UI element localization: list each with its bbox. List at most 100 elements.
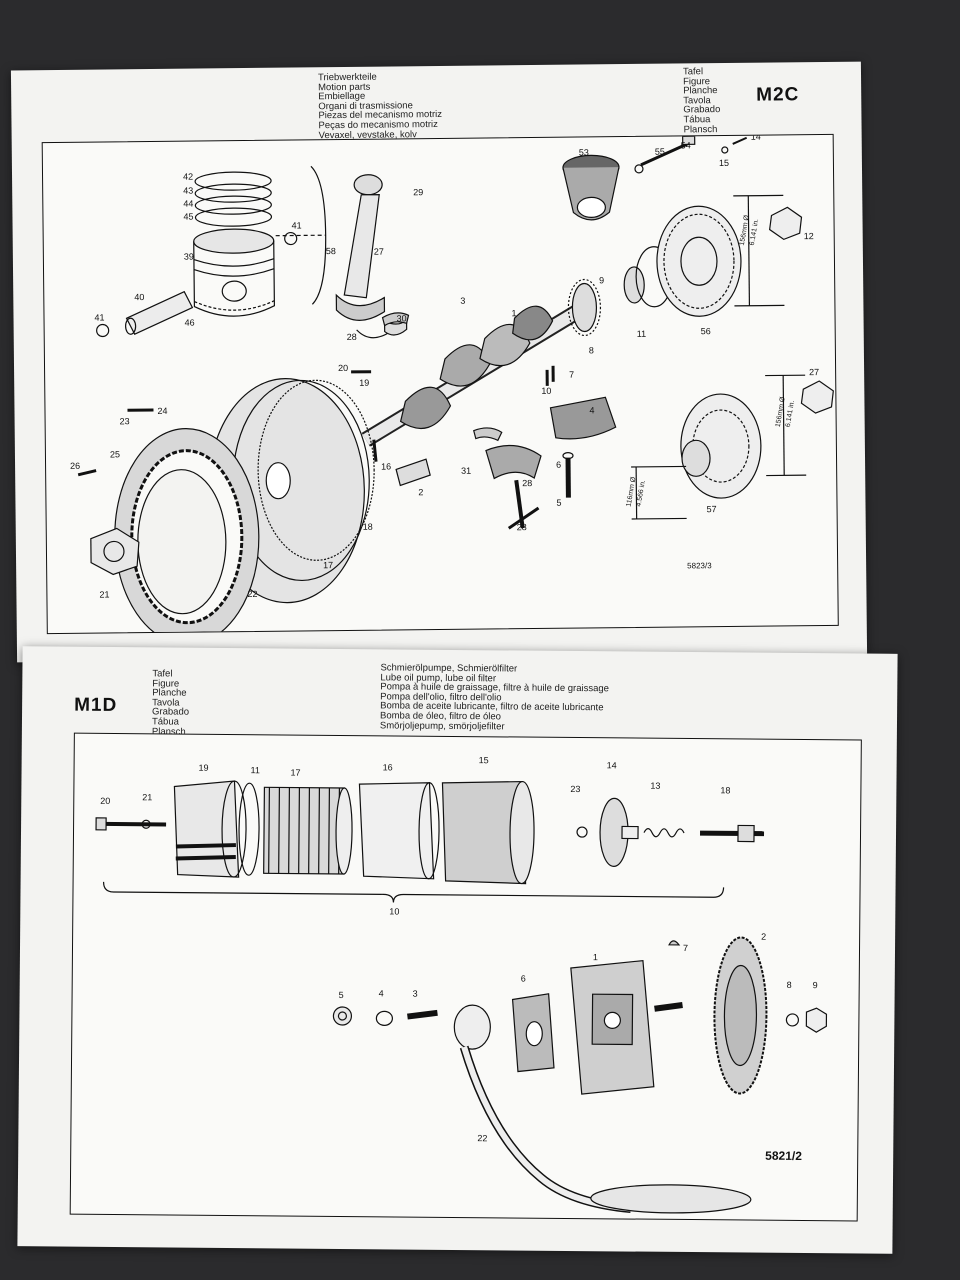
callout: 1 [593, 952, 598, 962]
washer [785, 1013, 800, 1027]
bolt [640, 135, 696, 167]
pump-gasket [511, 993, 555, 1073]
callout: 3 [413, 989, 418, 999]
callout: 14 [607, 760, 617, 770]
title-languages: Schmierölpumpe, Schmierölfilter Lube oil… [380, 662, 609, 732]
drawing-number: 5823/3 [687, 561, 712, 570]
callout: 14 [751, 135, 761, 142]
bushing [395, 458, 431, 487]
valve-cover [599, 797, 639, 867]
callout: 8 [589, 345, 594, 355]
v-belt-pulley-top [656, 205, 742, 317]
callout: 54 [681, 140, 691, 150]
motion-parts-drawing: 42 43 44 45 39 40 41 41 46 58 29 27 28 3… [70, 135, 834, 634]
callout: 44 [183, 199, 193, 209]
bearing-shell [381, 312, 410, 327]
callouts: 20 21 19 11 17 16 15 23 14 13 18 10 5 4 … [100, 755, 818, 1143]
callout: 9 [599, 275, 604, 285]
page-m1d: Tafel Figure Planche Tavola Grabado Tábu… [17, 646, 898, 1254]
callout: 16 [381, 462, 391, 472]
callout: 19 [359, 378, 369, 388]
washer [634, 164, 644, 174]
callout: 4 [589, 405, 594, 415]
callout: 20 [338, 363, 348, 373]
callout: 12 [804, 231, 814, 241]
callout: 42 [183, 172, 193, 182]
piston [193, 228, 276, 317]
callout: 56 [701, 326, 711, 336]
stud-washer [562, 452, 574, 460]
callout: 6 [521, 974, 526, 984]
spring [643, 828, 685, 838]
callout: 5 [556, 498, 561, 508]
table-languages: Tafel Figure Planche Tavola Grabado Tábu… [683, 66, 721, 135]
bearing-sleeve [562, 154, 620, 221]
callout: 43 [183, 186, 193, 196]
pump-gear [713, 936, 768, 1095]
assembly-bracket [102, 881, 725, 903]
washer [141, 819, 151, 829]
dimension: 6.141 in. [749, 218, 760, 246]
callout: 22 [247, 589, 257, 599]
callout: 21 [142, 792, 152, 802]
callout: 28 [522, 478, 532, 488]
lube-oil-pump-drawing: 20 21 19 11 17 16 15 23 14 13 18 10 5 4 … [95, 755, 828, 1214]
circlip [284, 231, 298, 246]
table-languages: Tafel Figure Planche Tavola Grabado Tábu… [152, 668, 190, 737]
callout: 1 [511, 308, 516, 318]
pump-body [570, 959, 683, 1095]
dimension: 4.566 in. [636, 480, 647, 508]
callout: 28 [517, 522, 527, 532]
drawing-number: 5821/2 [765, 1149, 802, 1163]
piston-rings [194, 171, 273, 227]
callout: 41 [94, 313, 104, 323]
callout: 11 [251, 765, 260, 775]
callout: 24 [157, 406, 167, 416]
callout: 2 [761, 932, 766, 942]
callout: 13 [650, 781, 660, 791]
callout: 17 [290, 768, 300, 778]
callout: 4 [379, 988, 384, 998]
key [668, 940, 681, 946]
dimension: 6.141 in. [785, 400, 796, 428]
callout: 28 [347, 332, 357, 342]
nut [332, 1006, 353, 1026]
callout: 41 [292, 220, 302, 230]
callout: 31 [461, 466, 471, 476]
callout: 11 [637, 329, 646, 339]
callout: 58 [326, 246, 336, 256]
callout: 45 [183, 212, 193, 222]
rod-cap [485, 444, 542, 480]
washer [721, 146, 729, 154]
title-languages: Triebwerkteile Motion parts Embiellage O… [318, 72, 442, 141]
connecting-rod [335, 174, 408, 339]
bolt [732, 136, 748, 145]
callout: 39 [184, 252, 194, 262]
table-code: M1D [74, 694, 118, 717]
callout: 46 [185, 318, 195, 328]
suction-pipe [453, 1004, 752, 1214]
pulley-nut [768, 206, 803, 241]
v-belt-pulley-bottom [680, 393, 762, 499]
callout: 30 [396, 313, 406, 323]
piston-pin [125, 290, 194, 335]
callout: 27 [374, 247, 384, 257]
table-code: M2C [756, 84, 800, 106]
relief-valve-piston [700, 824, 765, 843]
callout: 57 [707, 504, 717, 514]
callout: 18 [720, 785, 730, 795]
callout: 17 [323, 560, 333, 570]
callout: 55 [655, 147, 665, 157]
bolt [507, 506, 540, 530]
callout: 8 [787, 980, 792, 990]
bolt [102, 821, 167, 827]
callout: 26 [70, 461, 80, 471]
callout: 19 [199, 763, 209, 773]
filter-housing [173, 780, 247, 878]
callout: 3 [460, 296, 465, 306]
crank-gear [567, 278, 602, 337]
callout: 23 [120, 416, 130, 426]
bolt [77, 469, 97, 477]
fan-nut [90, 527, 140, 576]
table-line: Plansch [683, 123, 718, 135]
